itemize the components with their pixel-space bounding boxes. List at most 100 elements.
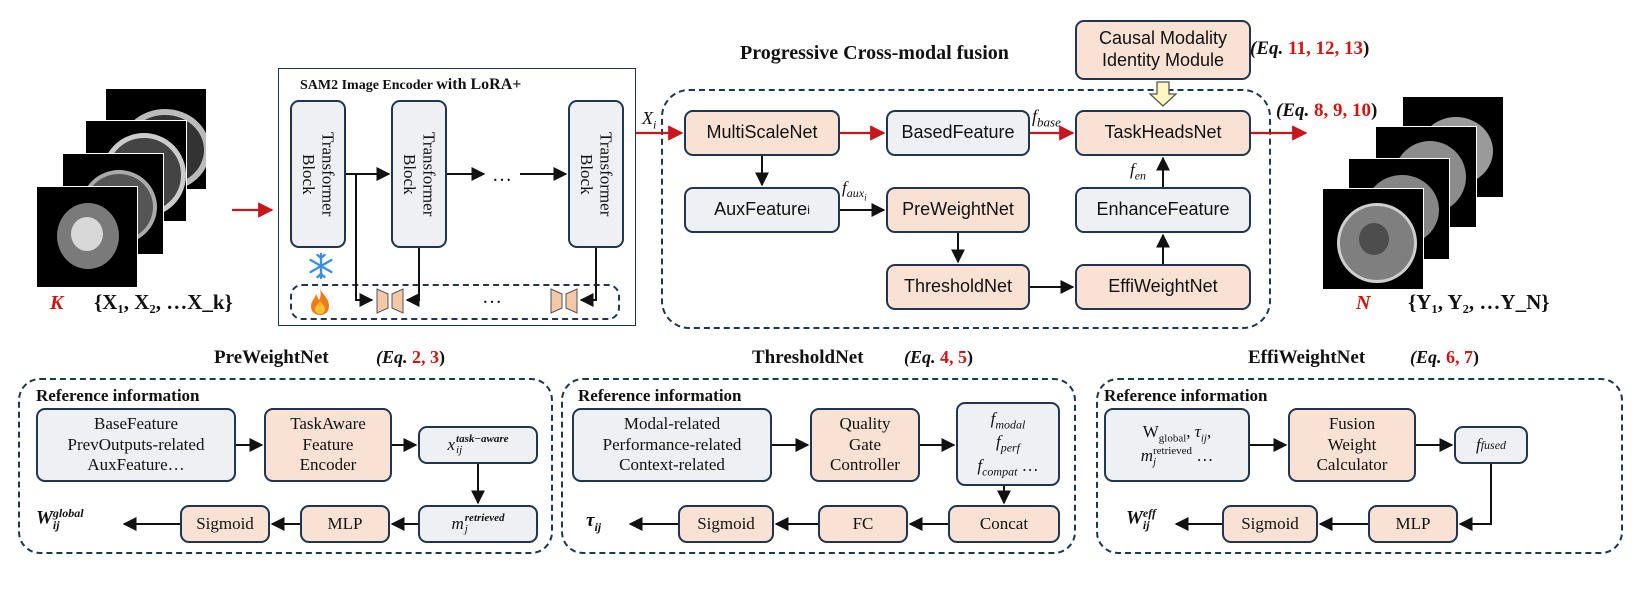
effiweight-eq-prefix: (Eq. [1410, 347, 1442, 367]
fc-box: FC [818, 505, 908, 543]
input-count-symbol: K [50, 292, 64, 314]
heads-eq-prefix: (Eq. [1276, 100, 1310, 121]
calc-line2: Weight [1327, 434, 1377, 454]
output-set-label: {Y₁, Y₂, …Y_N} [1408, 290, 1550, 314]
f-perf-sub: perf [1000, 440, 1021, 455]
output-slice-1 [1322, 188, 1424, 290]
preweight-ref-line3: AuxFeature… [87, 455, 185, 475]
w-eff-sub: ij [1142, 518, 1150, 532]
f-fused-main: f [1475, 434, 1481, 454]
f-aux-sub: aux [846, 186, 865, 201]
fusion-title: Progressive Cross-modal fusion [740, 42, 1009, 64]
heads-eq-ref: (Eq. 8, 9, 10) [1276, 100, 1377, 122]
preweight-eq-ref: (Eq. 2, 3) [376, 347, 445, 368]
concat-box: Concat [948, 505, 1060, 543]
f-aux-subsub: i [864, 192, 867, 203]
lora-adapter-icon [550, 288, 578, 314]
transformer-block-1-line1: Transformer [318, 131, 338, 217]
f-compat-main: f [977, 455, 983, 475]
threshold-eq-ref: (Eq. 4, 5) [904, 347, 973, 368]
transformer-block-2-line1: Transformer [419, 131, 439, 217]
auxfeature-sub: i [807, 202, 810, 217]
effiweightnet-box: EffiWeightNet [1075, 264, 1251, 310]
output-count-symbol: N [1356, 292, 1371, 314]
taskheadsnet-box: TaskHeadsNet [1075, 110, 1251, 156]
f-perf-main: f [995, 432, 1001, 452]
taskaware-line1: TaskAware [290, 414, 366, 434]
w-eff-sup: eff [1142, 506, 1157, 520]
eff-in-m: m [1140, 445, 1153, 465]
causal-eq-suffix: ) [1362, 38, 1370, 59]
enhancefeature-box: EnhanceFeature [1075, 187, 1251, 233]
heads-eq-suffix: ) [1371, 100, 1378, 121]
tau-output: τij [586, 510, 601, 535]
basedfeature-box: BasedFeature [886, 110, 1030, 156]
tau-sub: ij [594, 519, 602, 534]
w-global-sub: ij [52, 518, 60, 532]
transformer-block-1-line2: Block [299, 153, 318, 195]
f-features-box: fmodal fperf fcompat … [956, 402, 1060, 486]
transformer-block-n-line1: Transformer [596, 131, 616, 217]
transformer-block-2-line2: Block [400, 153, 419, 195]
transformer-block-n-line2: Block [577, 153, 596, 195]
threshold-ref-box: Modal-related Performance-related Contex… [572, 408, 772, 482]
eff-in-tail: … [1192, 445, 1214, 465]
causal-line1: Causal Modality [1098, 28, 1228, 49]
effiweight-ref-label: Reference information [1104, 386, 1268, 405]
taskaware-line3: Encoder [299, 455, 357, 475]
input-set-label: {X₁, X₂, …X_k} [94, 290, 233, 314]
arrow-ew-fused-to-mlp [1458, 464, 1492, 531]
auxfeature-main: AuxFeature [714, 199, 808, 220]
threshold-eq-suffix: ) [967, 347, 973, 367]
multiscalenet-box: MultiScaleNet [684, 110, 840, 156]
encoder-title-suffix: with LoRA+ [436, 76, 522, 93]
fusion-container [661, 89, 1271, 329]
quality-gate-line1: Quality [839, 414, 891, 434]
preweight-ref-box: BaseFeature PrevOutputs-related AuxFeatu… [36, 408, 236, 482]
f-compat-tail: … [1017, 455, 1039, 475]
preweight-panel [18, 378, 553, 554]
heads-eq-nums: 8, 9, 10 [1314, 100, 1371, 121]
f-en-main: f [1130, 160, 1135, 179]
f-en-label: fen [1130, 160, 1146, 183]
x-task-aware-main: x [447, 434, 456, 454]
preweightnet-box: PreWeightNet [886, 187, 1030, 233]
eff-in-tau: τ [1194, 422, 1201, 442]
w-eff-main: W [1126, 507, 1143, 529]
threshold-ref-line1: Modal-related [623, 414, 721, 434]
w-global-main: W [36, 507, 53, 529]
preweight-ref-label: Reference information [36, 386, 200, 405]
preweight-ref-line2: PrevOutputs-related [67, 434, 205, 454]
xi-label: Xi [642, 108, 656, 133]
x-task-aware-sup: task−aware [456, 433, 509, 445]
encoder-title: SAM2 Image Encoder with LoRA+ [300, 76, 521, 94]
f-aux-main: f [842, 178, 847, 197]
threshold-ref-label: Reference information [578, 386, 742, 405]
effiweight-panel [1096, 378, 1623, 554]
threshold-panel [561, 378, 1076, 554]
xi-main: X [642, 108, 653, 128]
f-base-sub: base [1037, 114, 1061, 130]
f-base-label: fbase [1032, 106, 1061, 131]
preweight-eq-prefix: (Eq. [376, 347, 408, 367]
causal-eq-prefix: (Eq. [1250, 38, 1284, 59]
arrow-block1-to-adapter [355, 174, 374, 307]
f-base-main: f [1032, 106, 1038, 126]
eff-in-w: W [1142, 422, 1159, 442]
f-modal-sub: modal [995, 417, 1026, 432]
preweight-ref-line1: BaseFeature [93, 414, 179, 434]
preweight-eq-suffix: ) [439, 347, 445, 367]
taskaware-encoder-box: TaskAware Feature Encoder [264, 408, 392, 482]
eff-in-m-sub: j [1152, 455, 1157, 468]
f-en-sub: en [1134, 168, 1147, 183]
effiweight-mlp-box: MLP [1368, 505, 1458, 543]
arrow-blockn-from-adapter [579, 248, 597, 307]
threshold-eq-nums: 4, 5 [940, 347, 967, 367]
